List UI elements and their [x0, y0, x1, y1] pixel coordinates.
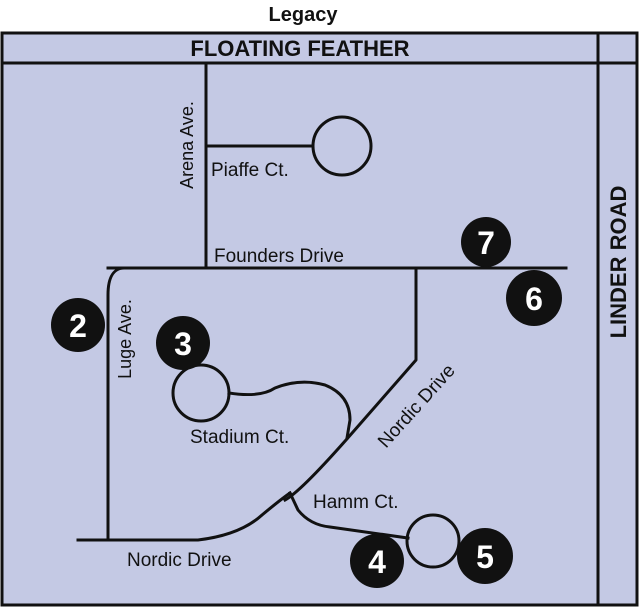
marker-5: 5: [457, 528, 513, 584]
floating-feather-road: [0, 31, 639, 65]
marker-7: 7: [461, 217, 511, 267]
stadium-ct-road: [227, 380, 352, 440]
hamm-ct-label: Hamm Ct.: [313, 492, 399, 513]
founders-drive-label: Founders Drive: [214, 246, 344, 267]
hamm-ct-cul-de-sac: [405, 513, 461, 569]
marker-3: 3: [156, 316, 210, 370]
linder-road: [596, 31, 639, 607]
marker-7-label: 7: [477, 225, 495, 261]
nordic-drive-diagonal-road: [282, 266, 418, 503]
piaffe-ct-label: Piaffe Ct.: [211, 160, 289, 181]
marker-4-label: 4: [368, 544, 386, 580]
arena-ave-label: Arena Ave.: [177, 101, 197, 189]
marker-2: 2: [51, 298, 105, 352]
luge-ave-road: [106, 266, 126, 542]
marker-5-label: 5: [476, 539, 494, 575]
marker-3-label: 3: [174, 326, 192, 362]
marker-2-label: 2: [69, 308, 87, 344]
piaffe-ct-cul-de-sac: [311, 115, 373, 177]
hamm-ct-road: [288, 491, 410, 540]
marker-6-label: 6: [525, 281, 543, 317]
nordic-drive-bottom-road: [76, 490, 293, 542]
stadium-ct-label: Stadium Ct.: [190, 427, 289, 448]
luge-ave-label: Luge Ave.: [115, 299, 135, 379]
marker-6: 6: [506, 270, 562, 326]
floating-feather-label: FLOATING FEATHER: [190, 36, 409, 61]
linder-road-label: LINDER ROAD: [606, 186, 631, 339]
map-title: Legacy: [269, 4, 339, 26]
nordic-drive-bottom-label: Nordic Drive: [127, 550, 232, 571]
marker-4: 4: [350, 534, 404, 588]
street-network: [76, 64, 568, 569]
